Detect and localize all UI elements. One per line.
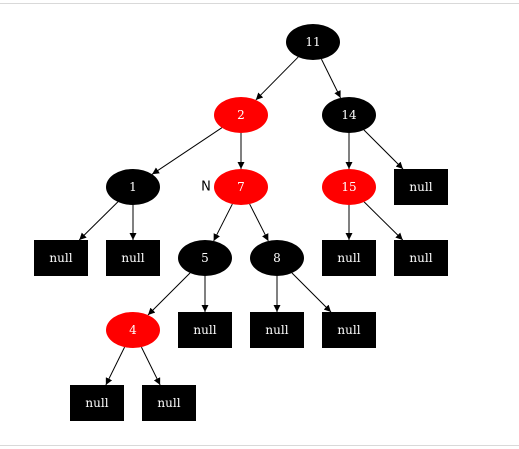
node-label: 2 [237,108,245,122]
edge-n15-nl15b [363,201,404,241]
null-leaf-box [34,240,88,276]
tree-node-nl15a: null [322,240,376,276]
tree-node-n5: 5 [178,240,232,276]
node-label: null [157,396,180,410]
black-node-ellipse [286,24,340,60]
edge-n11-n2 [255,56,299,101]
node-label: 5 [201,251,209,265]
null-leaf-box [394,169,448,205]
node-label: null [193,323,216,337]
tree-node-n15: 15 [322,169,376,205]
tree-node-n1: 1 [106,169,160,205]
node-label: null [337,251,360,265]
top-divider [0,3,519,4]
black-node-ellipse [250,240,304,276]
node-label: null [409,251,432,265]
black-node-ellipse [178,240,232,276]
tree-node-nl8b: null [322,312,376,348]
tree-node-nl4a: null [70,385,124,421]
null-leaf-box [394,240,448,276]
node-label: 7 [237,180,245,194]
node-label: 15 [341,180,356,194]
bottom-divider [0,445,519,446]
tree-node-n11: 11 [286,24,340,60]
edge-n4-nl4b [140,346,161,386]
null-leaf-box [322,240,376,276]
node-label: null [49,251,72,265]
node-label: null [337,323,360,337]
node-label: 14 [341,108,357,122]
null-leaf-box [250,312,304,348]
tree-node-nl14: null [394,169,448,205]
node-label: 8 [273,251,281,265]
node-label: null [85,396,108,410]
node-label: null [265,323,288,337]
edge-n11-n14 [320,58,342,99]
node-label: 4 [129,323,137,337]
red-node-ellipse [214,97,268,133]
edge-n4-nl4a [105,346,126,386]
tree-node-n7: 7N [201,169,268,205]
node-label: null [409,180,432,194]
edge-n8-nl8b [291,272,332,313]
tree-node-nl5: null [178,312,232,348]
tree-node-nl15b: null [394,240,448,276]
tree-node-n4: 4 [106,312,160,348]
null-leaf-box [142,385,196,421]
tree-node-nl4b: null [142,385,196,421]
node-label: 1 [129,180,137,194]
tree-node-n14: 14 [322,97,376,133]
edge-n1-nl1a [78,201,119,241]
node-label: 11 [305,35,320,49]
edge-n5-n4 [147,272,191,316]
null-leaf-box [70,385,124,421]
red-node-ellipse [322,169,376,205]
tree-node-n8: 8 [250,240,304,276]
black-node-ellipse [106,169,160,205]
red-node-ellipse [106,312,160,348]
tree-node-nl1a: null [34,240,88,276]
null-leaf-box [106,240,160,276]
node-label: null [121,251,144,265]
black-node-ellipse [322,97,376,133]
edge-n2-n1 [151,127,223,175]
tree-node-nl1b: null [106,240,160,276]
edges-layer [78,56,404,386]
edge-n7-n5 [213,203,233,242]
null-leaf-box [178,312,232,348]
tree-node-nl8a: null [250,312,304,348]
edge-n14-nl14 [363,129,404,170]
edge-n7-n8 [249,203,269,242]
tree-node-n2: 2 [214,97,268,133]
null-leaf-box [322,312,376,348]
node-marker-label: N [201,180,211,195]
red-node-ellipse [214,169,268,205]
